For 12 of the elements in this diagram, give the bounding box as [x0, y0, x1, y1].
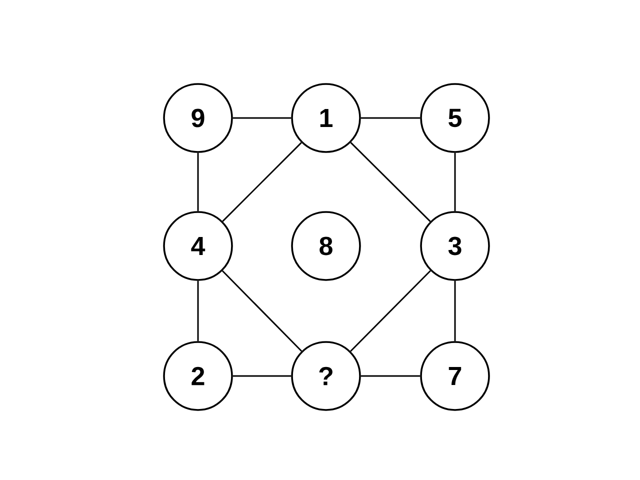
connector-line [454, 280, 456, 342]
connector-line [222, 270, 302, 352]
connector-line [222, 142, 302, 222]
connector-line [197, 152, 199, 212]
connector-line [454, 152, 456, 212]
connector-line [360, 375, 420, 377]
connector-line [197, 280, 199, 342]
connector-line [360, 117, 420, 119]
connector-line [232, 117, 292, 119]
connector-line [350, 142, 431, 222]
connector-line [350, 270, 431, 352]
connector-line [232, 375, 292, 377]
